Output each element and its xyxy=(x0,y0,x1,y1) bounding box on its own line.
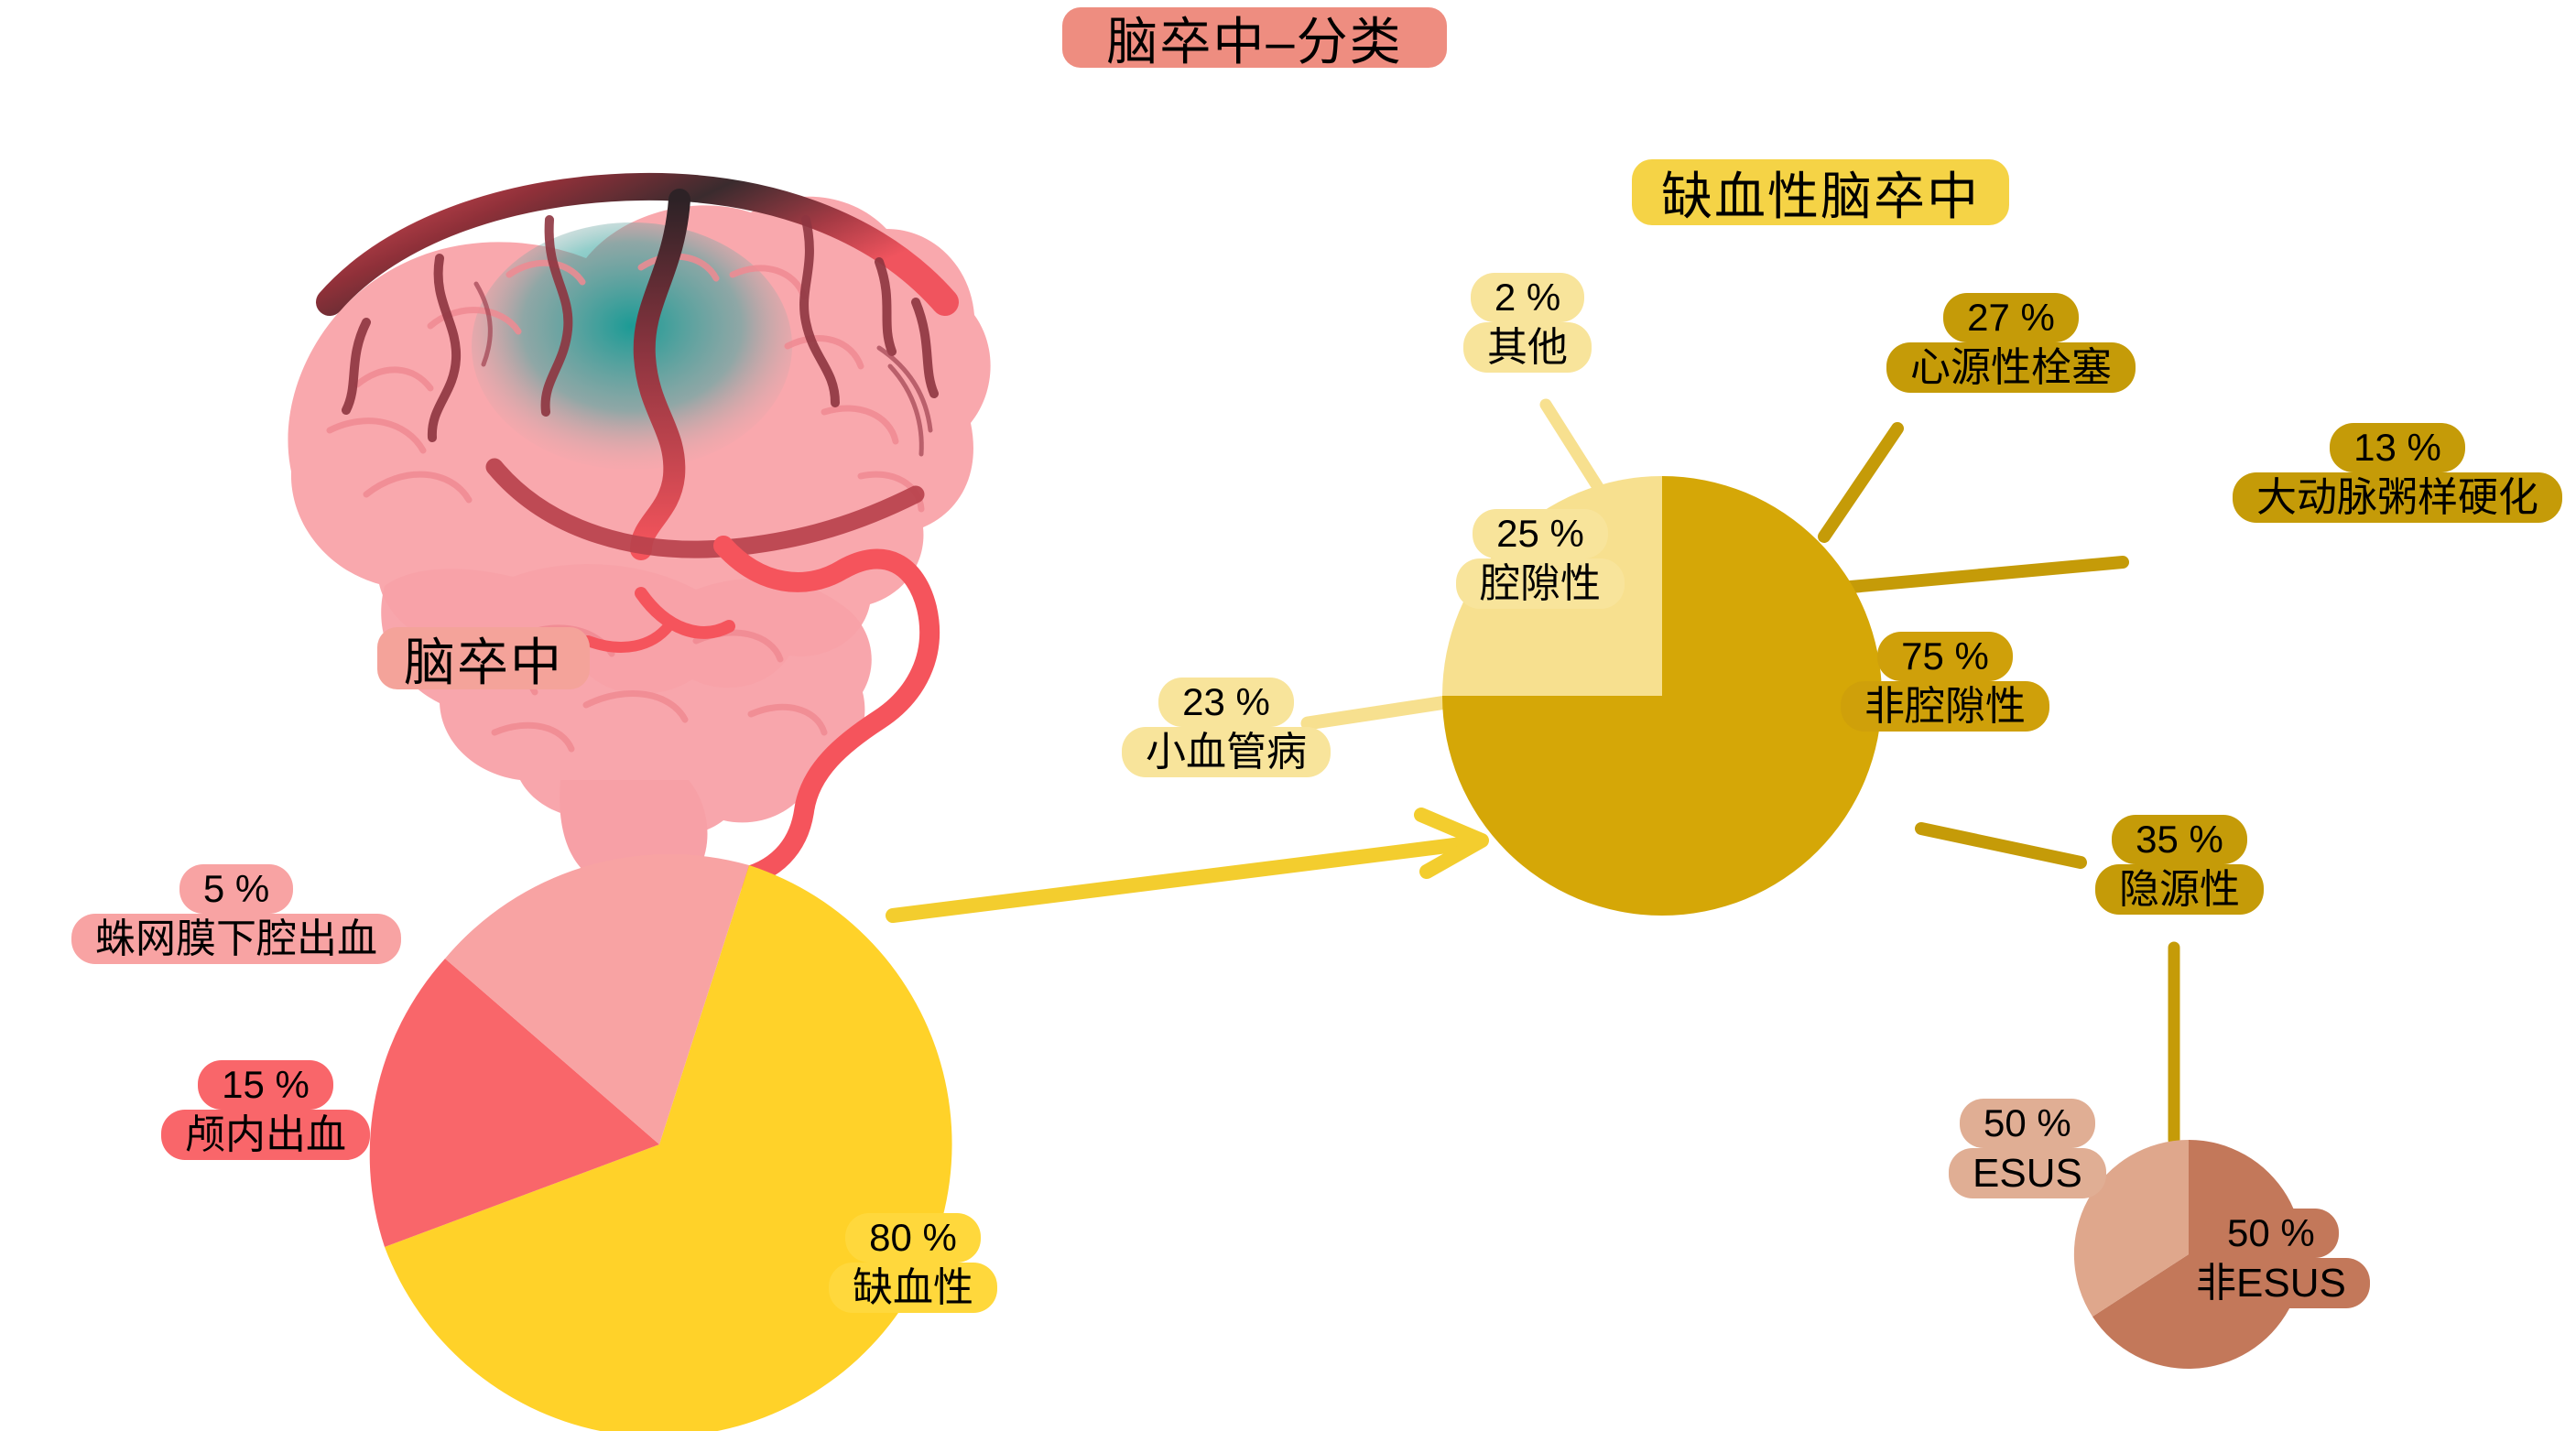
callout-atherosclerosis[interactable]: 13 % 大动脉粥样硬化 xyxy=(2233,423,2562,524)
vessel-capillaries xyxy=(473,281,933,457)
callout-sah[interactable]: 5 % 蛛网膜下腔出血 xyxy=(71,864,401,965)
callout-cryptogenic-name: 隐源性 xyxy=(2095,863,2264,916)
callout-other-name: 其他 xyxy=(1463,321,1592,374)
callout-non-esus-name: 非ESUS xyxy=(2172,1257,2370,1309)
superior-artery xyxy=(316,172,959,316)
callout-atherosclerosis-name: 大动脉粥样硬化 xyxy=(2233,472,2562,524)
ischemic-section-header-text: 缺血性脑卒中 xyxy=(1661,167,1980,225)
callout-nonlacunar[interactable]: 75 % 非腔隙性 xyxy=(1841,632,2049,732)
connector-cardioembolic xyxy=(1818,422,1904,543)
callout-intracerebral[interactable]: 15 % 颅内出血 xyxy=(161,1060,370,1161)
callout-esus-pct: 50 % xyxy=(1960,1099,2095,1148)
connector-atherosclerosis xyxy=(1834,556,2129,594)
callout-atherosclerosis-pct: 13 % xyxy=(2330,423,2465,472)
connector-cryptogenic xyxy=(1915,822,2087,869)
callout-lacunar[interactable]: 25 % 腔隙性 xyxy=(1456,509,1625,610)
callout-cardioembolic[interactable]: 27 % 心源性栓塞 xyxy=(1886,293,2136,394)
callout-intracerebral-name: 颅内出血 xyxy=(161,1109,370,1161)
callout-sah-pct: 5 % xyxy=(179,864,294,914)
callout-ischemic-name: 缺血性 xyxy=(829,1262,997,1314)
callout-cardioembolic-name: 心源性栓塞 xyxy=(1886,341,2136,394)
ischemic-section-header: 缺血性脑卒中 xyxy=(1632,159,2009,225)
callout-small-vessel-pct: 23 % xyxy=(1158,678,1294,727)
callout-other[interactable]: 2 % 其他 xyxy=(1463,273,1592,374)
callout-lacunar-name: 腔隙性 xyxy=(1456,558,1625,610)
pie-slice-ischemic[interactable] xyxy=(385,865,952,1431)
flow-arrow xyxy=(886,808,1489,923)
callout-small-vessel[interactable]: 23 % 小血管病 xyxy=(1122,678,1331,778)
callout-esus[interactable]: 50 % ESUS xyxy=(1949,1099,2106,1199)
mca-branch-b xyxy=(582,621,674,653)
callout-nonlacunar-pct: 75 % xyxy=(1877,632,2013,681)
callout-other-pct: 2 % xyxy=(1470,273,1585,322)
brain-label: 脑卒中 xyxy=(377,627,590,691)
callout-ischemic[interactable]: 80 % 缺血性 xyxy=(829,1213,997,1314)
descending-artery xyxy=(630,189,690,560)
callout-ischemic-pct: 80 % xyxy=(845,1213,981,1263)
pie-slice-non-esus[interactable] xyxy=(2092,1140,2303,1369)
callout-cryptogenic[interactable]: 35 % 隐源性 xyxy=(2095,815,2264,916)
callout-sah-name: 蛛网膜下腔出血 xyxy=(71,913,401,965)
page-title-text: 脑卒中–分类 xyxy=(1106,12,1403,70)
mca-branch-a xyxy=(635,587,735,639)
brain-label-text: 脑卒中 xyxy=(404,633,563,691)
callout-cardioembolic-pct: 27 % xyxy=(1943,293,2079,342)
pie-slice-intracerebral[interactable] xyxy=(369,959,659,1247)
connector-other xyxy=(1539,398,1609,501)
callout-non-esus[interactable]: 50 % 非ESUS xyxy=(2172,1209,2370,1309)
callout-intracerebral-pct: 15 % xyxy=(198,1060,333,1110)
callout-small-vessel-name: 小血管病 xyxy=(1122,726,1331,778)
stroke-overview-pie[interactable] xyxy=(369,853,952,1431)
mca-loop xyxy=(713,536,940,889)
callout-non-esus-pct: 50 % xyxy=(2203,1209,2339,1258)
vessel-branches xyxy=(342,215,939,442)
callout-cryptogenic-pct: 35 % xyxy=(2112,815,2247,864)
callout-lacunar-pct: 25 % xyxy=(1473,509,1608,558)
ischemic-area xyxy=(472,222,792,470)
page-title: 脑卒中–分类 xyxy=(1062,7,1447,70)
callout-nonlacunar-name: 非腔隙性 xyxy=(1841,680,2049,732)
pie-slice-sah[interactable] xyxy=(445,853,749,1144)
callout-esus-name: ESUS xyxy=(1949,1147,2106,1199)
